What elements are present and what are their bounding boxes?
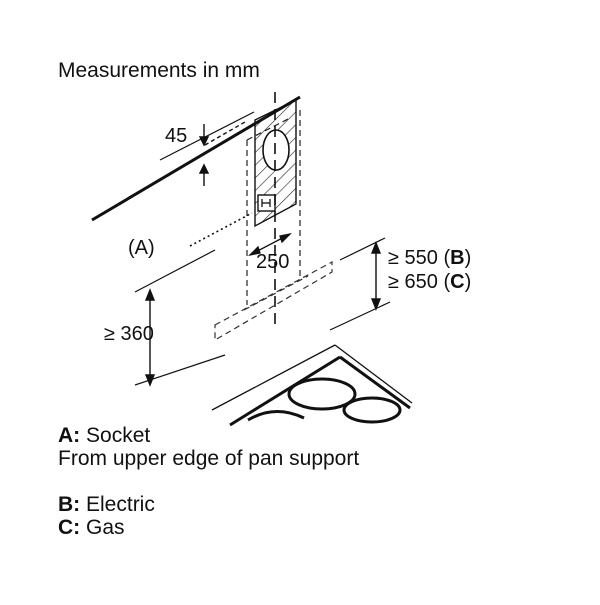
- width-250-label: 250: [256, 251, 289, 273]
- burner-left-back: [287, 377, 357, 411]
- legend-c-key: C:: [58, 516, 81, 539]
- socket-marker-label: (A): [128, 237, 155, 259]
- dimension-45-arrows: [159, 111, 255, 186]
- burner-right: [342, 396, 402, 424]
- socket-leader: [189, 212, 253, 247]
- dimension-electric-suffix: ): [465, 247, 472, 269]
- legend-b: B: Electric: [58, 493, 155, 517]
- legend-c: C: Gas: [58, 516, 125, 540]
- dimension-gas-label: ≥ 650 (C): [388, 271, 471, 293]
- legend-b-text: Electric: [80, 493, 155, 516]
- legend-b-key: B:: [58, 493, 81, 516]
- dimension-360-label: ≥ 360: [104, 323, 154, 345]
- legend-a-key: A:: [58, 424, 81, 447]
- dimension-45-label: 45: [165, 125, 187, 147]
- dimension-electric-key: B: [450, 247, 464, 269]
- dimension-550-arrows: [329, 237, 391, 331]
- dimension-gas-suffix: ): [465, 271, 472, 293]
- page-title: Measurements in mm: [58, 59, 260, 82]
- dimension-360-arrows: [134, 249, 226, 387]
- dimension-gas-key: C: [450, 271, 464, 293]
- dimension-electric-label: ≥ 550 (B): [388, 247, 471, 269]
- cooktop: [211, 344, 413, 427]
- dimension-electric-prefix: ≥ 550 (: [388, 247, 450, 269]
- legend-a: A: Socket: [58, 424, 150, 448]
- legend-a-note: From upper edge of pan support: [58, 447, 360, 470]
- dimension-gas-prefix: ≥ 650 (: [388, 271, 450, 293]
- burner-left-front: [247, 410, 305, 422]
- legend-a-text: Socket: [80, 424, 151, 447]
- legend-c-text: Gas: [80, 516, 125, 539]
- width-250-lines: [248, 232, 292, 257]
- socket-area: [254, 98, 297, 228]
- hood-outline: [214, 260, 333, 342]
